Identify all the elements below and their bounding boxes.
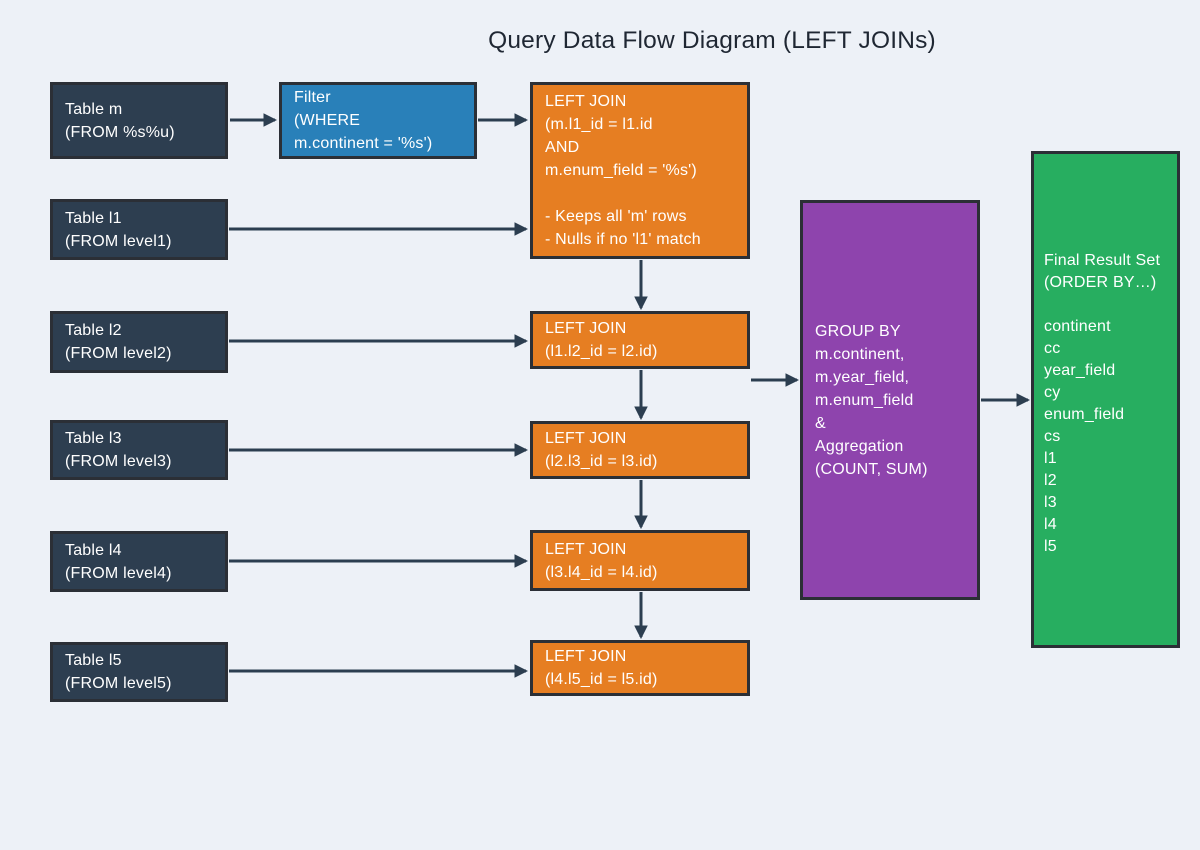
text-line: Table l2 — [65, 322, 122, 339]
text-line: m.continent, — [815, 345, 905, 363]
text-line: - Nulls if no 'l1' match — [545, 231, 701, 248]
text-line: Table l5 — [65, 652, 122, 669]
node-table-l1: Table l1 (FROM level1) — [50, 199, 228, 260]
text-line: (COUNT, SUM) — [815, 460, 928, 478]
text-line: (FROM level1) — [65, 232, 172, 250]
text-line: (l2.l3_id = l3.id) — [545, 453, 658, 470]
text-line: (FROM %s%u) — [65, 123, 175, 141]
text-line: (FROM level4) — [65, 564, 172, 582]
text-line: GROUP BY — [815, 322, 901, 340]
diagram-title: Query Data Flow Diagram (LEFT JOINs) — [488, 27, 936, 54]
text-line: Filter — [294, 89, 331, 106]
text-line: m.continent = '%s') — [294, 135, 433, 152]
text-line: m.enum_field = '%s') — [545, 162, 697, 179]
text-line: cc — [1044, 339, 1061, 357]
text-line: Final Result Set — [1044, 251, 1161, 269]
text-line: LEFT JOIN — [545, 648, 627, 665]
node-table-l4: Table l4 (FROM level4) — [50, 531, 228, 592]
text-line: l2 — [1044, 471, 1057, 489]
text-line: continent — [1044, 317, 1111, 335]
node-table-m: Table m (FROM %s%u) — [50, 82, 228, 159]
text-line: l1 — [1044, 449, 1057, 467]
text-line: year_field — [1044, 361, 1116, 379]
text-line: (l1.l2_id = l2.id) — [545, 343, 658, 360]
text-line: (ORDER BY…) — [1044, 273, 1157, 291]
text-line: Aggregation — [815, 437, 904, 455]
text-line: cs — [1044, 427, 1061, 445]
text-line: (l3.l4_id = l4.id) — [545, 563, 658, 581]
text-line: (FROM level3) — [65, 453, 172, 470]
node-join-2: LEFT JOIN (l1.l2_id = l2.id) — [530, 311, 750, 369]
text-line: AND — [545, 139, 580, 156]
text-line: (FROM level5) — [65, 675, 172, 692]
text-line: (FROM level2) — [65, 345, 172, 362]
text-line: l5 — [1044, 537, 1057, 555]
node-table-l5: Table l5 (FROM level5) — [50, 642, 228, 702]
text-line: m.year_field, — [815, 368, 910, 386]
node-table-l3: Table l3 (FROM level3) — [50, 420, 228, 480]
text-line: enum_field — [1044, 405, 1125, 423]
node-join-5: LEFT JOIN (l4.l5_id = l5.id) — [530, 640, 750, 696]
text-line: LEFT JOIN — [545, 540, 627, 558]
text-line: (l4.l5_id = l5.id) — [545, 671, 658, 688]
text-line: cy — [1044, 383, 1061, 401]
node-filter: Filter (WHERE m.continent = '%s') — [279, 82, 477, 159]
text-line: LEFT JOIN — [545, 93, 627, 110]
node-join-3: LEFT JOIN (l2.l3_id = l3.id) — [530, 421, 750, 479]
text-line: Table l4 — [65, 541, 122, 559]
node-join-4: LEFT JOIN (l3.l4_id = l4.id) — [530, 530, 750, 591]
text-line — [1044, 294, 1173, 316]
text-line: Table m — [65, 100, 123, 118]
text-line: LEFT JOIN — [545, 430, 627, 447]
text-line: (m.l1_id = l1.id — [545, 116, 653, 133]
text-line: & — [815, 414, 826, 432]
text-line — [545, 182, 743, 205]
text-line: m.enum_field — [815, 391, 914, 409]
text-line: (WHERE — [294, 112, 361, 129]
node-table-l2: Table l2 (FROM level2) — [50, 311, 228, 373]
node-group-by: GROUP BY m.continent, m.year_field, m.enum_… — [800, 200, 980, 600]
text-line: l3 — [1044, 493, 1057, 511]
text-line: Table l3 — [65, 430, 122, 447]
text-line: l4 — [1044, 515, 1057, 533]
text-line: LEFT JOIN — [545, 320, 627, 337]
text-line: Table l1 — [65, 209, 122, 227]
node-final-result-set: Final Result Set (ORDER BY…) continent cc y… — [1031, 151, 1180, 648]
text-line: - Keeps all 'm' rows — [545, 208, 687, 225]
